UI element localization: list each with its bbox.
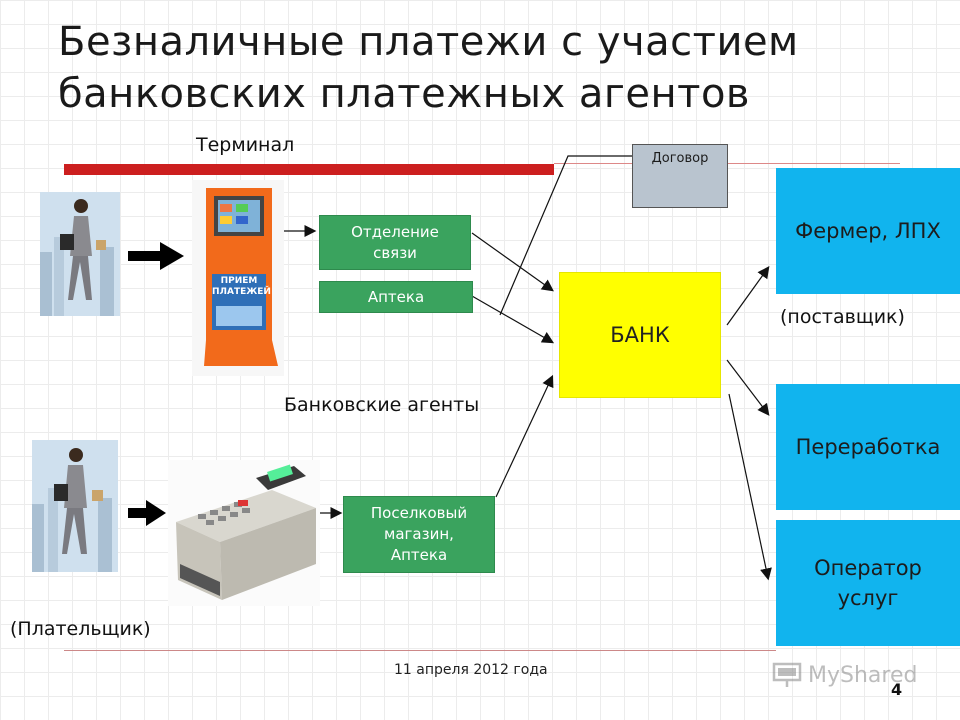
terminal-sign-text: ПРИЕМ ПЛАТЕЖЕЙ — [212, 276, 271, 297]
village-shop-box: Поселковый магазин, Аптека — [343, 496, 495, 573]
terminal-label: Терминал — [196, 134, 295, 156]
cash-register-icon — [176, 464, 316, 600]
watermark-text: MyShared — [808, 662, 918, 688]
pharmacy-box: Аптека — [319, 281, 473, 313]
woman-walking-icon — [32, 440, 118, 572]
bank-agents-label: Банковские агенты — [284, 394, 480, 416]
footer-date: 11 апреля 2012 года — [394, 662, 548, 678]
supplier-label: (поставщик) — [780, 306, 905, 328]
line-contract — [499, 155, 632, 316]
woman-walking-icon — [40, 192, 120, 316]
page-number: 4 — [891, 680, 903, 699]
post-office-box: Отделение связи — [319, 215, 471, 270]
arrow-pharmacy-to-bank — [471, 295, 555, 344]
contract-box: Договор — [632, 144, 728, 208]
service-operator-box: Оператор услуг — [776, 520, 960, 646]
bank-box: БАНК — [559, 272, 721, 398]
farmer-box: Фермер, ЛПХ — [776, 168, 960, 294]
arrow-shop-to-bank — [495, 374, 554, 498]
payer-illustration-bottom — [32, 440, 118, 572]
arrow-post-to-bank — [471, 232, 554, 292]
payment-kiosk-icon — [204, 188, 278, 366]
arrow-bank-to-farmer — [726, 266, 770, 326]
arrow-bank-to-operator — [728, 393, 772, 581]
payer-illustration-top — [40, 192, 120, 316]
payment-terminal-illustration: ПРИЕМ ПЛАТЕЖЕЙ — [192, 180, 284, 376]
footer-line — [64, 650, 776, 651]
arrow-bank-to-processing — [726, 359, 770, 416]
slide-title: Безналичные платежи с участием банковски… — [58, 19, 799, 117]
watermark-logo: MyShared — [772, 658, 932, 692]
cash-register-illustration — [168, 460, 320, 606]
terminal-red-bar — [64, 164, 554, 175]
thick-arrow-bottom — [128, 500, 166, 526]
thick-arrow-top — [128, 242, 184, 270]
presentation-icon — [772, 662, 802, 687]
payer-label: (Плательщик) — [10, 618, 151, 640]
processing-box: Переработка — [776, 384, 960, 510]
